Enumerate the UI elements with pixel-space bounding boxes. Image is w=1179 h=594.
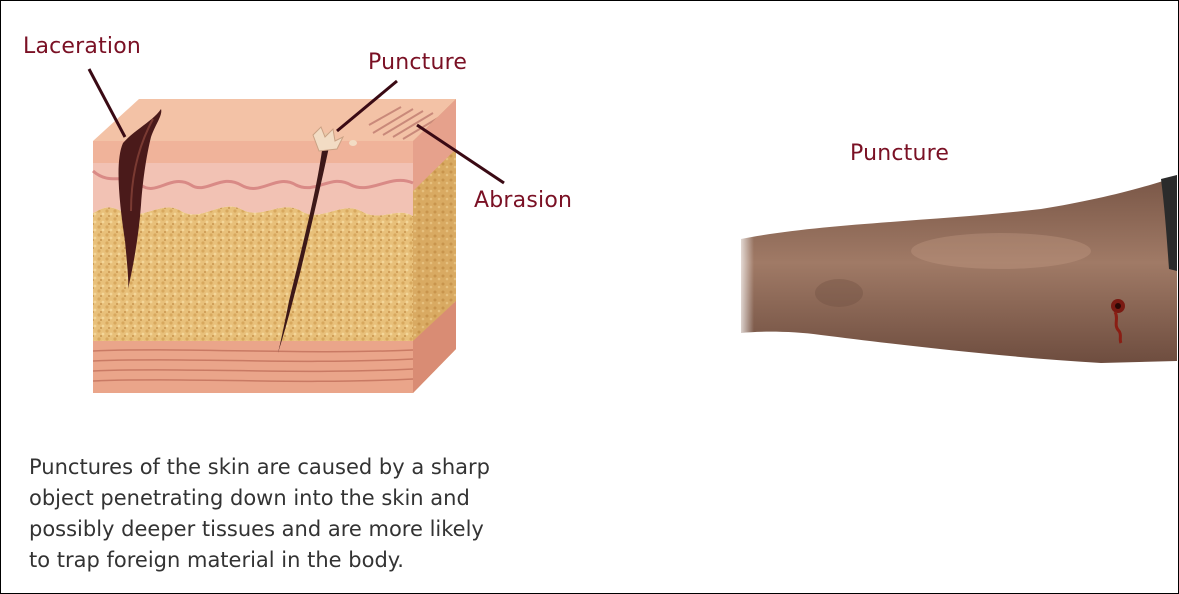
caption-line: to trap foreign material in the body. <box>29 545 629 576</box>
arm-illustration <box>736 175 1177 363</box>
caption-text: Punctures of the skin are caused by a sh… <box>29 452 629 576</box>
laceration-leader <box>89 69 125 137</box>
caption-line: object penetrating down into the skin an… <box>29 483 629 514</box>
abrasion-label: Abrasion <box>474 188 572 213</box>
laceration-label: Laceration <box>23 34 141 59</box>
fat-layer <box>93 206 413 341</box>
caption-line: possibly deeper tissues and are more lik… <box>29 514 629 545</box>
muscle-layer <box>93 341 413 393</box>
caption-line: Punctures of the skin are caused by a sh… <box>29 452 629 483</box>
puncture-label-diagram: Puncture <box>368 50 467 75</box>
puncture-label-arm: Puncture <box>850 141 949 166</box>
skin-block <box>93 99 456 393</box>
